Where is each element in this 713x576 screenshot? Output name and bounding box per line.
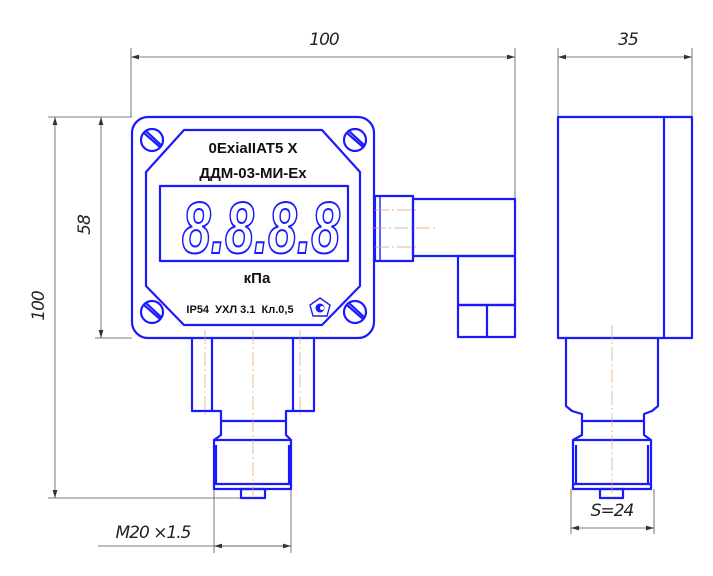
dimension-depth-35: 35 (557, 30, 693, 117)
dim-width-label: 100 (309, 30, 339, 50)
certification-logo-icon (309, 297, 331, 317)
cable-connector (372, 194, 517, 339)
dim-depth-label: 35 (618, 30, 638, 50)
seven-segment-display: 8.8.8.8 (182, 189, 340, 269)
screw-icon (342, 299, 368, 325)
front-view: 0ExiaIIAT5 X ДДМ-03-МИ-Ex 8.8.8.8 кПа IP… (130, 115, 376, 340)
model-label: ДДМ-03-МИ-Ex (199, 165, 307, 182)
dimension-thread: M20 ×1.5 (98, 489, 292, 553)
dimension-height-58: 58 (75, 117, 132, 339)
dim-thread-label: M20 ×1.5 (116, 523, 191, 543)
display-window (158, 184, 350, 263)
dim-wrench-label: S=24 (591, 501, 634, 521)
dim-height-label: 100 (29, 291, 49, 321)
screw-icon (342, 127, 368, 153)
ex-marking: 0ExiaIIAT5 X (209, 140, 298, 157)
faceplate-outline (144, 128, 362, 327)
screw-icon (139, 299, 165, 325)
dimension-height-100: 100 (29, 116, 245, 499)
unit-label: кПа (244, 270, 271, 287)
dim-housing-label: 58 (75, 214, 95, 235)
screw-icon (139, 127, 165, 153)
pressure-fitting-front (190, 330, 316, 500)
dimension-wrench: S=24 (570, 489, 655, 534)
ratings-label: IP54 УХЛ 3.1 Кл.0,5 (186, 304, 293, 316)
dimension-width-100: 100 (130, 30, 516, 199)
side-view (556, 115, 694, 500)
